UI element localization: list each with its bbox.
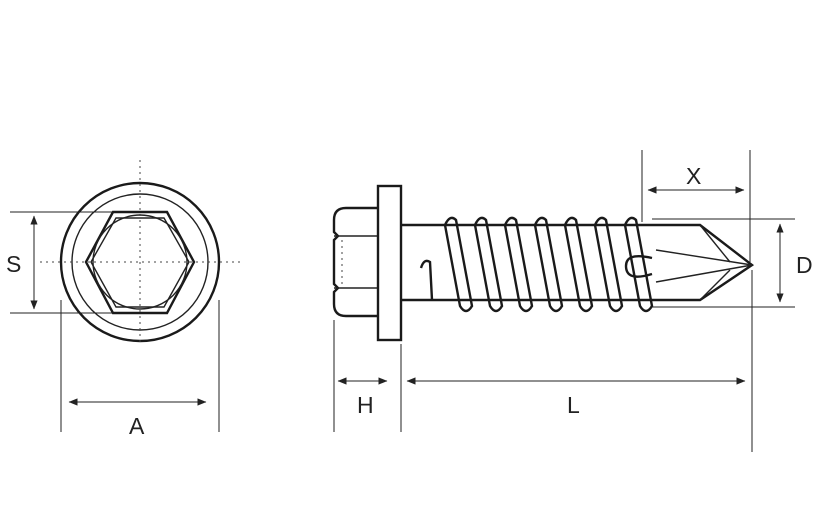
threads: [443, 216, 654, 313]
thread-crest: [593, 216, 624, 313]
label-s: S: [6, 251, 21, 277]
thread-crest: [623, 216, 654, 313]
thread-crest: [443, 216, 474, 313]
drill-tip-edge: [699, 224, 731, 263]
label-x: X: [686, 163, 701, 189]
drill-tip-edge: [655, 264, 753, 283]
hex-chamfer: [90, 217, 190, 308]
label-a: A: [129, 413, 145, 439]
thread-crest: [503, 216, 534, 313]
washer-flange: [376, 184, 403, 342]
side-view: [332, 150, 795, 452]
thread-crest: [563, 216, 594, 313]
hex-head-outline: [332, 206, 378, 318]
drill-tip-edge: [699, 269, 731, 301]
drill-tip-edge: [655, 249, 753, 266]
end-view: [10, 160, 240, 432]
label-d: D: [796, 252, 813, 278]
drill-flute-notch: [624, 255, 653, 278]
thread-crest: [473, 216, 504, 313]
label-h: H: [357, 392, 374, 418]
label-l: L: [567, 392, 580, 418]
thread-crest: [533, 216, 564, 313]
thread-start: [419, 259, 434, 301]
